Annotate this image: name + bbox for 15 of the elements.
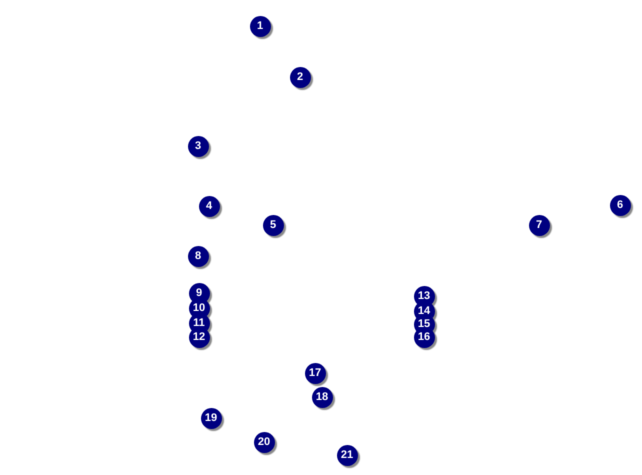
callout-number: 5 [262,214,284,236]
callout-number: 21 [336,444,358,466]
callout-number: 3 [188,136,208,156]
callout-number: 2 [290,66,310,88]
callout-number: 1 [250,16,270,36]
callout-number: 17 [304,362,326,384]
callout-number: 19 [200,408,222,428]
callout-number: 7 [528,214,550,236]
callout-number: 4 [198,196,220,216]
callout-number: 6 [610,194,630,216]
callout-number: 20 [254,432,274,452]
callout-number: 16 [414,326,434,348]
callout-number: 18 [312,386,332,408]
callout-number: 12 [188,326,210,348]
callout-number: 8 [188,246,208,266]
